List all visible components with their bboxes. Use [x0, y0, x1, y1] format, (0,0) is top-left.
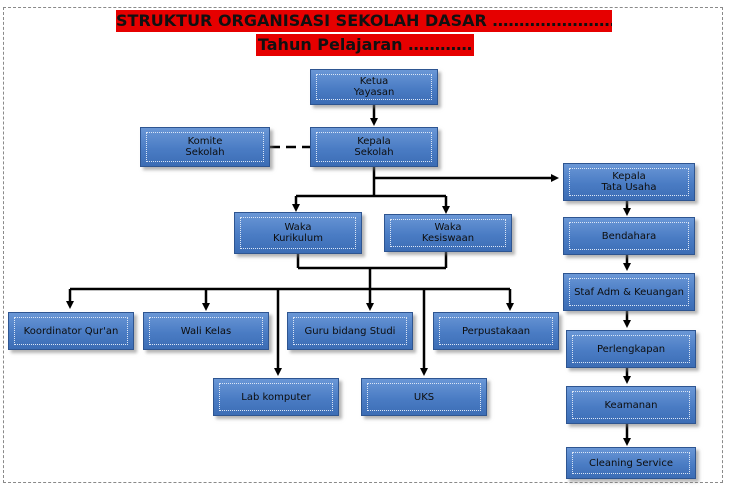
box-kepala-tata-usaha: Kepala Tata Usaha: [563, 163, 695, 201]
box-lab-komputer: Lab komputer: [213, 378, 339, 416]
box-uks: UKS: [361, 378, 487, 416]
box-waka-kurikulum: Waka Kurikulum: [234, 212, 362, 254]
box-ketua-yayasan: Ketua Yayasan: [310, 69, 438, 105]
chart-title: STRUKTUR ORGANISASI SEKOLAH DASAR …………………: [116, 10, 612, 32]
box-waka-kesiswaan: Waka Kesiswaan: [384, 214, 512, 252]
box-wali-kelas: Wali Kelas: [143, 312, 269, 350]
box-perpustakaan: Perpustakaan: [433, 312, 559, 350]
page-frame: [3, 7, 723, 483]
box-guru-bidang-studi: Guru bidang Studi: [287, 312, 413, 350]
academic-year-title: Tahun Pelajaran …………: [256, 34, 474, 56]
box-cleaning-service: Cleaning Service: [566, 447, 696, 479]
box-koordinator-quran: Koordinator Qur'an: [8, 312, 134, 350]
box-bendahara: Bendahara: [563, 217, 695, 255]
box-keamanan: Keamanan: [566, 386, 696, 424]
box-perlengkapan: Perlengkapan: [566, 330, 696, 368]
box-staf-adm-keuangan: Staf Adm & Keuangan: [563, 273, 695, 311]
box-kepala-sekolah: Kepala Sekolah: [310, 127, 438, 167]
box-komite-sekolah: Komite Sekolah: [140, 127, 270, 167]
